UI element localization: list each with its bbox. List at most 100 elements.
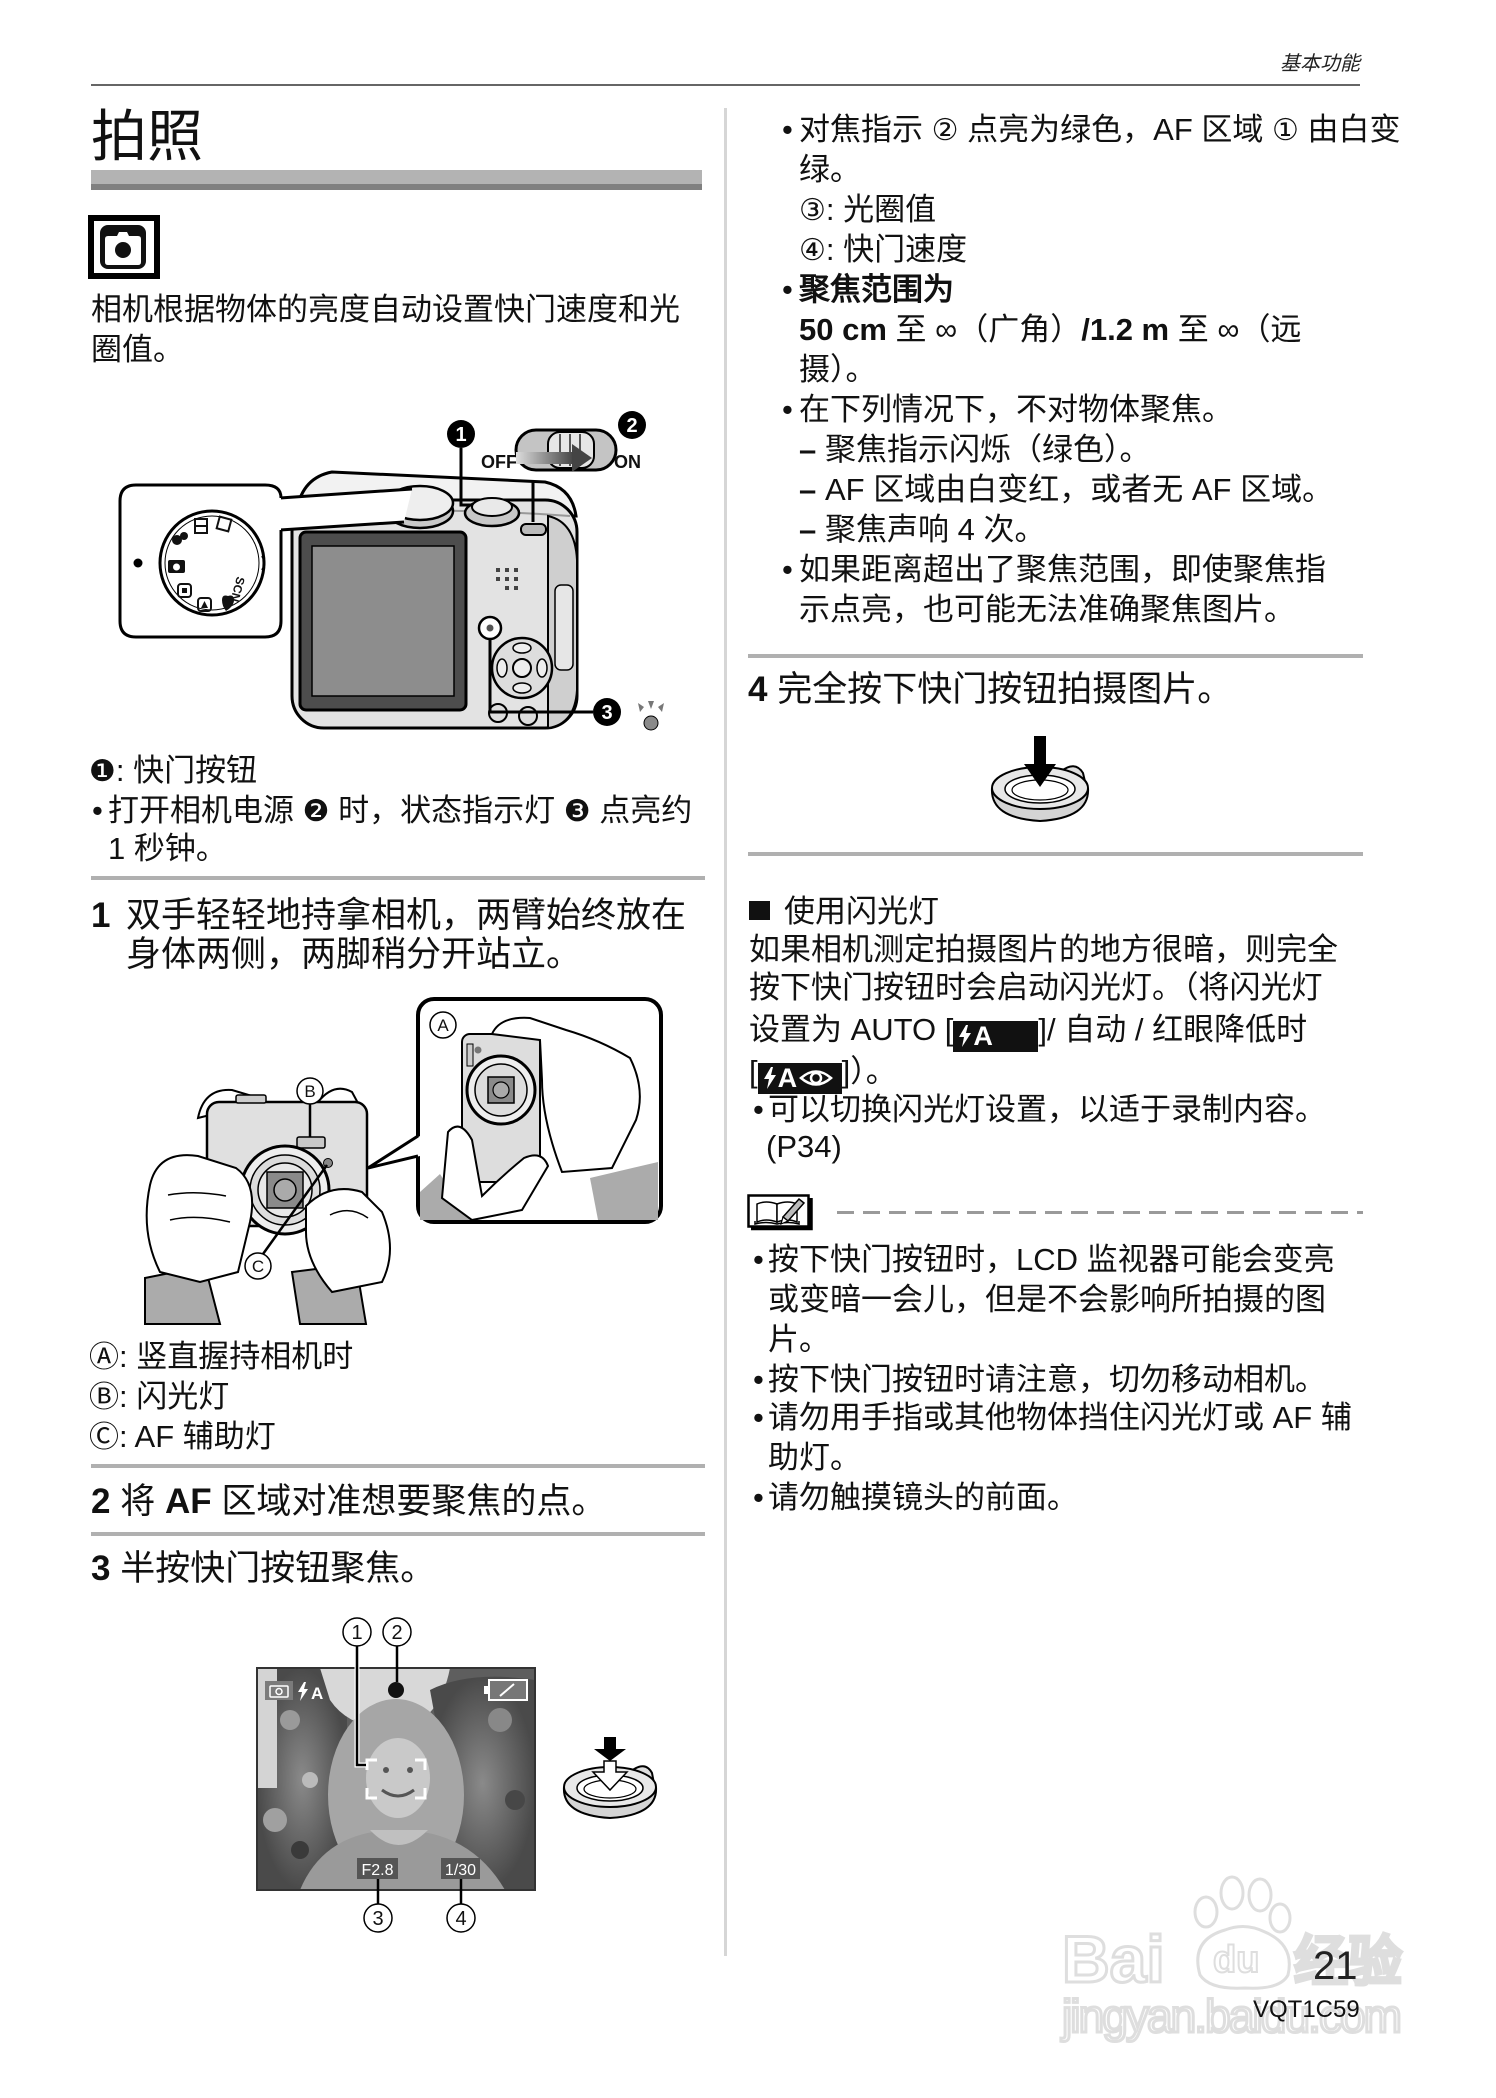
section-divider (748, 654, 1363, 658)
flash-paragraph-line: 按下快门按钮时会启动闪光灯。（将闪光灯 (749, 970, 1323, 1005)
legend-item: Ⓒ: AF 辅助灯 (89, 1419, 276, 1454)
page-title: 拍照 (91, 107, 203, 169)
arrow-right-icon (516, 452, 574, 464)
camera-body (290, 470, 579, 730)
document-code: VQT1C59 (1253, 1996, 1360, 2023)
shutter-speed-box (441, 1858, 480, 1879)
svg-text:1: 1 (351, 1622, 362, 1644)
callout-power-switch (618, 411, 646, 439)
square-bullet-icon (749, 901, 770, 920)
bullet: • (782, 552, 793, 587)
no-focus-item: AF 区域由白变红，或者无 AF 区域。 (825, 472, 1334, 507)
blinking-light-icon (638, 701, 664, 731)
marker-power: ❷ (302, 795, 330, 828)
section-divider (748, 852, 1363, 856)
section-divider (91, 876, 705, 880)
baidu-jingyan-watermark: Bai 经验 jingyan.baidu.com du (1059, 1875, 1404, 2044)
callout-a (429, 1011, 457, 1039)
out-of-range-note: 示点亮，也可能无法准确聚焦图片。 (799, 592, 1295, 627)
step-1-text: 双手轻轻地持拿相机，两臂始终放在 (126, 896, 687, 935)
no-focus-item: 聚焦声响 4 次。 (825, 512, 1046, 547)
flash-auto-red-eye-icon: A (757, 1063, 842, 1094)
bullet: • (92, 793, 103, 828)
svg-text:B: B (304, 1082, 315, 1101)
legend-shutter: ❶: 快门按钮 (89, 753, 258, 788)
dash: – (799, 472, 817, 507)
switch-off-label: OFF (481, 452, 517, 472)
dial-heart-icon (222, 595, 234, 611)
title-bar-shadow (91, 184, 702, 190)
callout-shutter-button (447, 420, 475, 448)
header-rule (91, 84, 1360, 86)
focus-indicator-note: 绿。 (799, 152, 861, 187)
callout-c (244, 1252, 272, 1280)
focus-range-heading: 聚焦范围为 (799, 272, 954, 307)
shutter-full-press-icon (990, 736, 1090, 823)
svg-text:C: C (252, 1257, 264, 1276)
svg-text:3: 3 (372, 1908, 383, 1930)
flash-window (296, 1136, 326, 1149)
camera-grip-illustration: A B C (144, 997, 663, 1325)
svg-text:A: A (437, 1016, 449, 1035)
title-bar (91, 170, 702, 184)
column-divider (724, 108, 727, 1956)
flash-paragraph-line: 如果相机测定拍摄图片的地方很暗，则完全 (749, 932, 1338, 967)
svg-text:Bai: Bai (1062, 1922, 1165, 1996)
legend-aperture: ③: 光圈值 (799, 192, 937, 227)
note-separator-dashes (837, 1211, 1363, 1214)
flash-section-heading: 使用闪光灯 (784, 894, 939, 929)
note-line: 助灯。 (768, 1440, 861, 1475)
svg-text:A: A (311, 1684, 323, 1703)
legend-item: Ⓑ: 闪光灯 (89, 1379, 230, 1414)
svg-text:经验: 经验 (1294, 1932, 1402, 1992)
bullet: • (753, 1092, 764, 1127)
marker-shutter: ❶ (89, 755, 116, 788)
power-switch: OFF ON (481, 428, 641, 522)
svg-text:2: 2 (626, 415, 637, 437)
lcd-preview-photo (257, 1668, 535, 1890)
bullet: • (782, 272, 793, 307)
svg-text:jingyan.baidu.com: jingyan.baidu.com (1060, 1990, 1402, 2042)
no-focus-item: 聚焦指示闪烁（绿色）。 (825, 432, 1151, 467)
no-focus-heading: 在下列情况下，不对物体聚焦。 (799, 392, 1233, 427)
section-divider (91, 1464, 705, 1468)
step-1-number: 1 (91, 896, 111, 935)
legend-shutter-speed: ④: 快门速度 (799, 232, 968, 267)
bullet: • (753, 1480, 764, 1515)
focus-indicator-dot (388, 1682, 404, 1698)
callout-b (296, 1077, 324, 1105)
bullet: • (753, 1400, 764, 1435)
svg-text:du: du (1213, 1939, 1259, 1981)
note-book-pencil-icon (747, 1194, 813, 1231)
step-4-heading: 4 完全按下快门按钮拍摄图片。 (748, 670, 1233, 709)
dial-index-dot (133, 558, 143, 568)
flash-auto-icon (298, 1682, 308, 1701)
step-3-heading: 3 半按快门按钮聚焦。 (91, 1549, 436, 1588)
power-note-line: 打开相机电源 ❷ 时，状态指示灯 ❸ 点亮约 (108, 793, 693, 828)
paw-icon (1193, 1895, 1219, 1929)
shutter-speed-value: 1/30 (445, 1862, 476, 1879)
lcd-callouts: 1 2 3 4 (342, 1617, 476, 1933)
focus-indicator-note: 对焦指示 ② 点亮为绿色，AF 区域 ① 由白变 (799, 112, 1401, 147)
intro-text-line: 相机根据物体的亮度自动设置快门速度和光 (91, 292, 680, 327)
switch-on-label: ON (614, 452, 641, 472)
note-line: 按下快门按钮时，LCD 监视器可能会变亮 (768, 1242, 1335, 1277)
note-line: 请勿用手指或其他物体挡住闪光灯或 AF 辅 (768, 1400, 1352, 1435)
flash-paragraph-line: 设置为 AUTO [A]/ 自动 / 红眼降低时 (749, 1012, 1308, 1052)
flash-paragraph-line: [A]）。 (749, 1054, 897, 1094)
svg-text:2: 2 (391, 1622, 402, 1644)
mode-dial-inset: SCN (118, 483, 413, 639)
page-reference: (P34) (766, 1129, 842, 1164)
camera-mode-icon (88, 215, 160, 279)
section-header: 基本功能 (1280, 53, 1360, 75)
flash-auto-icon: A (953, 1021, 1039, 1052)
section-divider (91, 1532, 705, 1536)
focus-range-values: 摄）。 (799, 352, 877, 387)
svg-text:3: 3 (601, 702, 612, 724)
marker-status: ❸ (563, 795, 591, 828)
horizontal-grip (144, 1087, 391, 1325)
vertical-grip-inset: A (367, 997, 663, 1224)
shutter-half-press-icon (562, 1737, 658, 1820)
step-1-text: 身体两侧，两脚稍分开站立。 (126, 935, 582, 974)
